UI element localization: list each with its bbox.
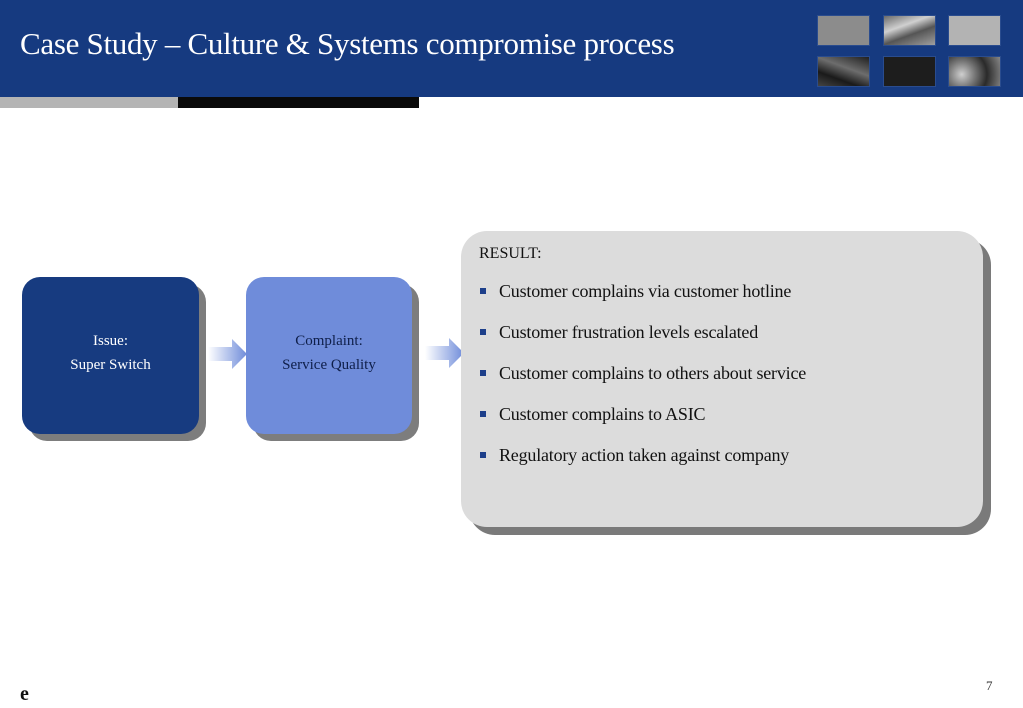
arrow-right-icon xyxy=(425,338,464,368)
page-number: 7 xyxy=(986,678,993,693)
result-item-text: Customer complains via customer hotline xyxy=(499,281,792,301)
result-item-text: Customer complains to ASIC xyxy=(499,404,706,424)
complaint-box-text: Complaint: Service Quality xyxy=(246,329,412,377)
result-item: Customer complains via customer hotline xyxy=(479,281,806,322)
square-bullet-icon xyxy=(480,288,486,294)
header-thumbnail-5 xyxy=(883,56,936,87)
result-list: Customer complains via customer hotline … xyxy=(479,281,806,486)
header-band: Case Study – Culture & Systems compromis… xyxy=(0,0,1023,97)
issue-box-text: Issue: Super Switch xyxy=(22,329,199,377)
square-bullet-icon xyxy=(480,452,486,458)
accent-bar-black xyxy=(178,97,419,108)
issue-value: Super Switch xyxy=(70,357,151,373)
result-panel: RESULT: Customer complains via customer … xyxy=(461,231,983,527)
header-thumbnail-3 xyxy=(948,15,1001,46)
header-thumbnail-2 xyxy=(883,15,936,46)
result-item: Customer complains to ASIC xyxy=(479,404,806,445)
issue-box: Issue: Super Switch xyxy=(22,277,199,434)
result-item-text: Customer complains to others about servi… xyxy=(499,363,807,383)
result-heading: RESULT: xyxy=(479,245,542,262)
result-item: Regulatory action taken against company xyxy=(479,445,806,486)
complaint-box: Complaint: Service Quality xyxy=(246,277,412,434)
issue-label: Issue: xyxy=(93,333,128,349)
complaint-value: Service Quality xyxy=(282,357,376,373)
logo-mark: e xyxy=(20,683,29,705)
square-bullet-icon xyxy=(480,370,486,376)
complaint-label: Complaint: xyxy=(295,333,363,349)
square-bullet-icon xyxy=(480,329,486,335)
header-thumbnail-4 xyxy=(817,56,870,87)
result-item-text: Customer frustration levels escalated xyxy=(499,322,759,342)
arrow-right-icon xyxy=(208,339,247,369)
accent-bar-gray xyxy=(0,97,178,108)
header-thumbnail-1 xyxy=(817,15,870,46)
header-thumbnail-6 xyxy=(948,56,1001,87)
result-item-text: Regulatory action taken against company xyxy=(499,445,790,465)
slide-title: Case Study – Culture & Systems compromis… xyxy=(20,26,675,61)
result-item: Customer complains to others about servi… xyxy=(479,363,806,404)
square-bullet-icon xyxy=(480,411,486,417)
result-item: Customer frustration levels escalated xyxy=(479,322,806,363)
